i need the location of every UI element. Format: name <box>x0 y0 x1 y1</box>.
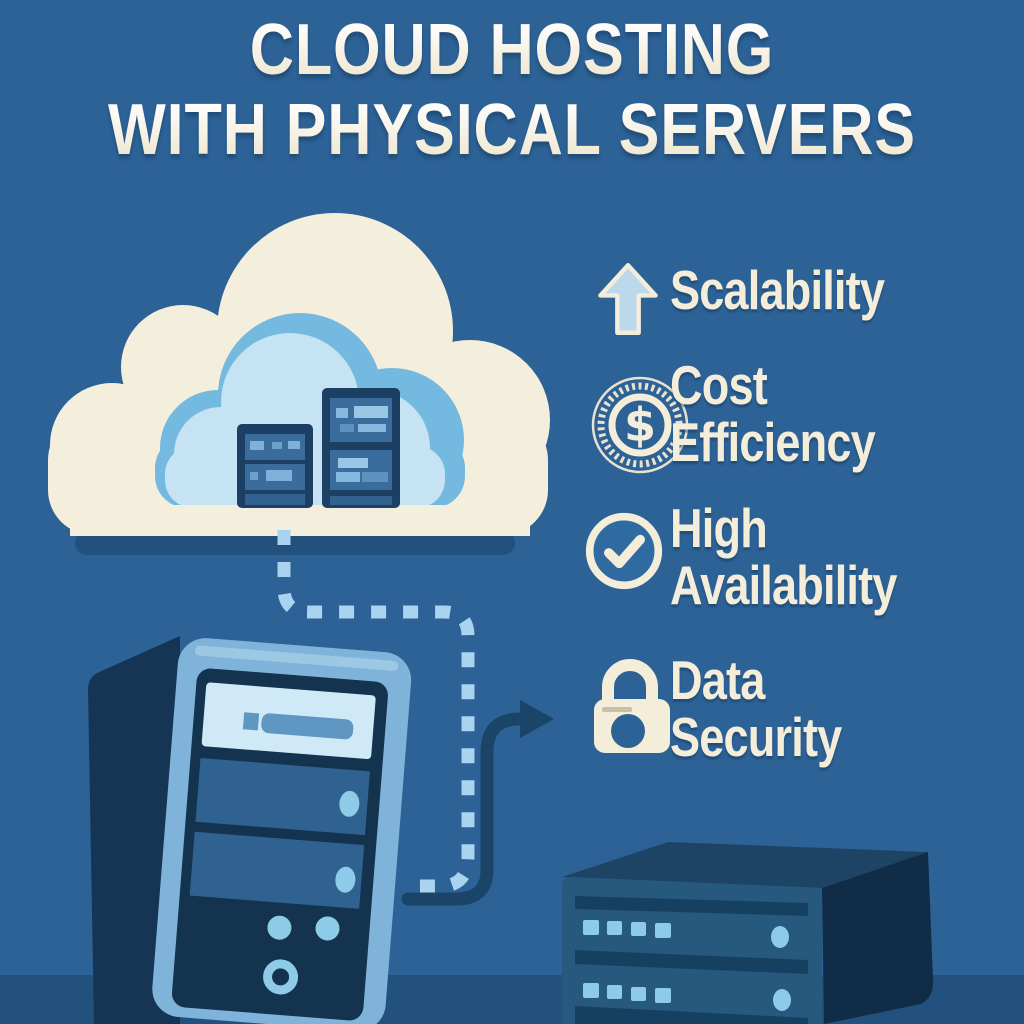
benefit-scalability: Scalability <box>670 259 885 321</box>
dollar-coin-icon: $ <box>590 375 690 475</box>
benefit-data-security: Data Security <box>670 649 842 768</box>
arrowhead <box>520 700 554 738</box>
page-title: CLOUD HOSTING WITH PHYSICAL SERVERS <box>0 10 1024 170</box>
benefit-high-availability: High Availability <box>670 497 897 616</box>
check-circle-icon <box>584 511 664 591</box>
tower-button <box>315 916 340 941</box>
up-arrow-icon <box>596 262 660 336</box>
rack-indicator-lights <box>583 920 789 948</box>
rack-server-unit <box>562 842 934 1024</box>
title-line-2: WITH PHYSICAL SERVERS <box>77 90 947 170</box>
cloud-server-rack-large <box>322 388 400 508</box>
title-line-1: CLOUD HOSTING <box>77 10 947 90</box>
rack-side-face <box>822 852 934 1024</box>
server-tower <box>88 636 412 1024</box>
dashed-connection-line <box>277 530 475 893</box>
benefit-cost-efficiency: Cost Efficiency <box>670 354 876 473</box>
tower-power-ring <box>263 959 299 995</box>
cloud-base-strip <box>70 505 530 536</box>
cloud-shadow <box>75 531 515 555</box>
rack-indicator-lights <box>583 983 791 1011</box>
curved-arrow <box>401 700 554 906</box>
tower-side-panel <box>88 636 180 1024</box>
rack-top-face <box>562 842 928 888</box>
dollar-glyph: $ <box>624 398 656 452</box>
cloud-server-rack-small <box>237 424 313 508</box>
padlock-icon <box>590 655 674 755</box>
tower-button <box>267 915 292 940</box>
